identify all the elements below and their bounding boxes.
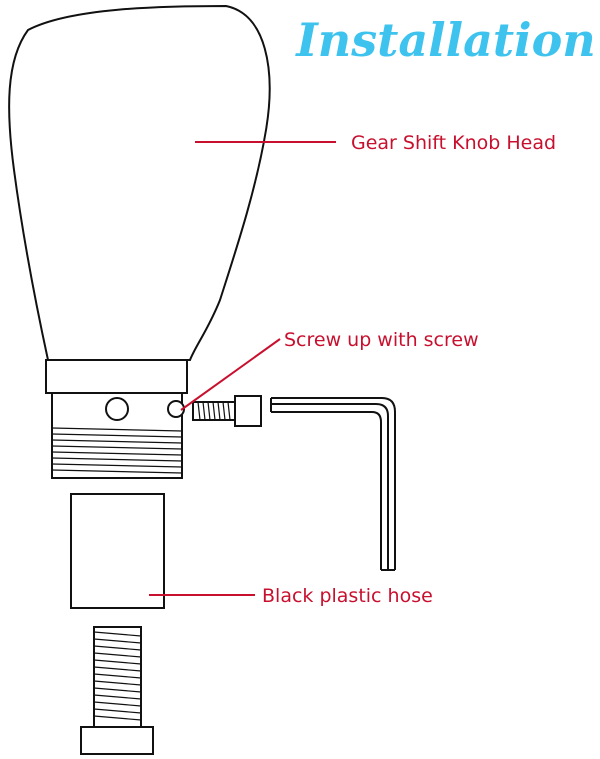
label-knob-head: Gear Shift Knob Head: [351, 132, 556, 154]
insert-thread-line: [51, 463, 183, 468]
allen-key: [270, 397, 396, 571]
bolt: [80, 626, 154, 755]
screw-thread-line: [212, 401, 216, 421]
set-screw-hole: [105, 397, 129, 421]
screw-thread-line: [222, 401, 226, 421]
bolt-thread-line: [93, 659, 142, 665]
set-screw: [192, 395, 262, 427]
plastic-hose: [70, 493, 165, 609]
insert-thread-line: [51, 433, 183, 438]
bolt-thread-line: [93, 652, 142, 658]
insert-thread-line: [51, 439, 183, 444]
bolt-thread-line: [93, 666, 142, 672]
label-hose: Black plastic hose: [262, 585, 433, 607]
screw-thread-line: [217, 401, 221, 421]
insert-thread-line: [51, 451, 183, 456]
bolt-thread-line: [93, 694, 142, 700]
screw-thread-line: [197, 401, 201, 421]
bolt-thread-line: [93, 715, 142, 721]
insert-thread-line: [51, 445, 183, 450]
bolt-thread-line: [93, 701, 142, 707]
label-screw: Screw up with screw: [284, 329, 479, 351]
insert-thread-line: [51, 427, 183, 432]
bolt-thread-line: [93, 645, 142, 651]
bolt-thread-line: [93, 687, 142, 693]
threaded-insert: [51, 392, 185, 479]
leader-line-screw: [180, 338, 281, 411]
bolt-thread-line: [93, 708, 142, 714]
bolt-thread-line: [93, 680, 142, 686]
insert-thread-line: [51, 469, 183, 474]
bolt-thread-line: [93, 638, 142, 644]
screw-thread-line: [227, 401, 231, 421]
insert-thread-line: [51, 457, 183, 462]
screw-thread-line: [207, 401, 211, 421]
knob-collar: [45, 359, 188, 394]
bolt-thread-line: [93, 631, 142, 637]
screw-thread-line: [202, 401, 206, 421]
diagram-title: Installation: [294, 13, 596, 67]
knob-head-outline: [8, 4, 271, 361]
bolt-thread-line: [93, 673, 142, 679]
